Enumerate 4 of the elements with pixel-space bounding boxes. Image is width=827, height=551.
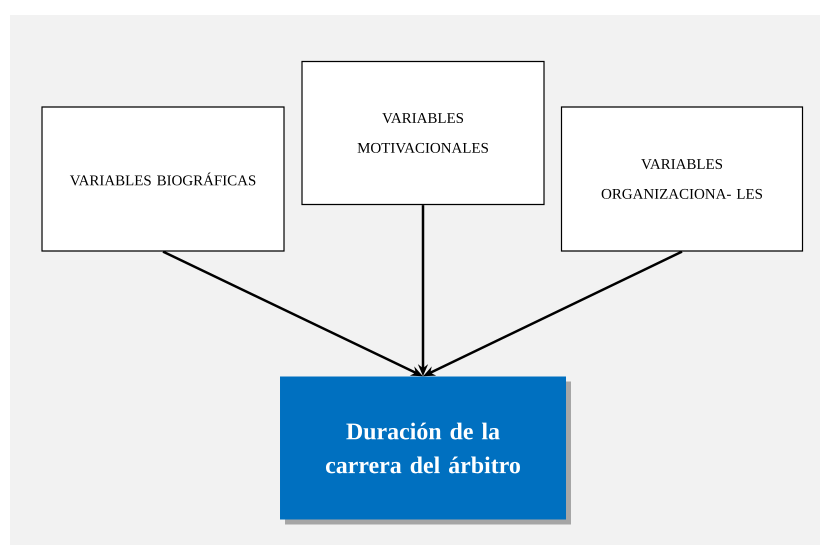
- result-box: Duración de la carrera del árbitro: [280, 376, 566, 520]
- variable-box: VARIABLES ORGANIZACIONA- LES: [560, 106, 804, 252]
- variable-box: VARIABLES MOTIVACIONALES: [301, 60, 545, 206]
- variable-box: VARIABLES BIOGRÁFICAS: [41, 106, 285, 252]
